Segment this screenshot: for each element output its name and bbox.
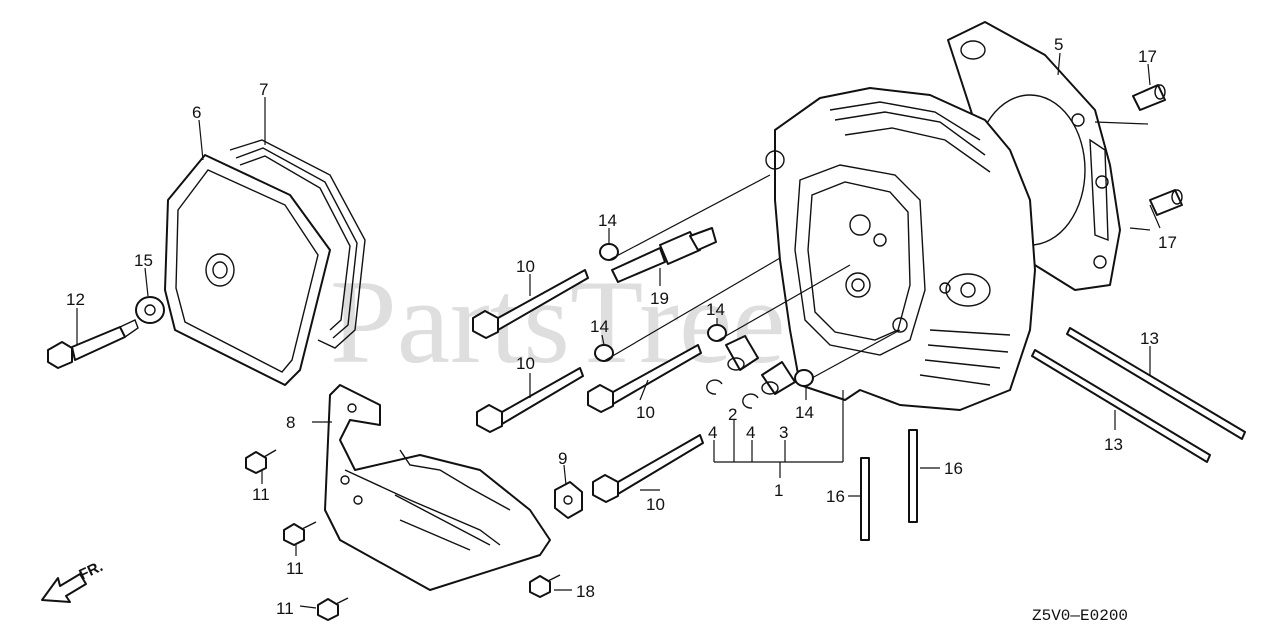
bolt-10-b[interactable] bbox=[476, 367, 584, 433]
callout-6: 6 bbox=[192, 103, 201, 122]
callout-14-d: 14 bbox=[795, 403, 814, 422]
bolt-12[interactable] bbox=[47, 319, 139, 369]
washer-14-b[interactable] bbox=[594, 344, 614, 362]
callout-15: 15 bbox=[134, 251, 153, 270]
callout-10-a: 10 bbox=[516, 257, 535, 276]
air-guide-bracket[interactable] bbox=[324, 384, 551, 591]
watermark-text: PartsTree bbox=[330, 255, 786, 388]
washer-14-c[interactable] bbox=[707, 324, 727, 342]
callout-labels: 6 7 15 12 5 17 17 14 10 19 14 14 14 10 1… bbox=[66, 35, 1177, 618]
bolt-10-c[interactable] bbox=[587, 344, 702, 413]
head-cover[interactable] bbox=[164, 154, 331, 386]
valve-guide-2[interactable] bbox=[725, 335, 759, 371]
callout-18: 18 bbox=[576, 582, 595, 601]
callout-9: 9 bbox=[558, 449, 567, 468]
callout-17-b: 17 bbox=[1158, 233, 1177, 252]
diagram-code: Z5V0—E0200 bbox=[1032, 607, 1128, 625]
callout-4-a: 4 bbox=[708, 423, 717, 442]
callout-19: 19 bbox=[650, 289, 669, 308]
leader-lines bbox=[76, 52, 1161, 609]
callout-14-b: 14 bbox=[590, 317, 609, 336]
front-label: FR. bbox=[77, 558, 106, 584]
callout-2: 2 bbox=[728, 405, 737, 424]
callout-17-a: 17 bbox=[1138, 47, 1157, 66]
front-direction-indicator: FR. bbox=[41, 558, 106, 603]
front-arrow-icon bbox=[41, 573, 87, 603]
stud-13-a[interactable] bbox=[1066, 327, 1246, 440]
clip-4-a[interactable] bbox=[706, 379, 723, 395]
callout-11-c: 11 bbox=[276, 599, 294, 618]
callout-11-a: 11 bbox=[252, 485, 270, 504]
bolt-11-c[interactable] bbox=[317, 597, 349, 621]
washer-14-a[interactable] bbox=[599, 243, 619, 261]
callout-16-b: 16 bbox=[944, 459, 963, 478]
callout-12: 12 bbox=[66, 290, 85, 309]
stud-16-a[interactable] bbox=[860, 457, 870, 541]
callout-1: 1 bbox=[774, 481, 783, 500]
callout-10-d: 10 bbox=[646, 495, 665, 514]
callout-14-a: 14 bbox=[598, 211, 617, 230]
valve-guide-3[interactable] bbox=[761, 361, 796, 395]
bolt-10-a[interactable] bbox=[472, 269, 589, 339]
clip-4-b[interactable] bbox=[742, 393, 759, 409]
bolt-11-a[interactable] bbox=[245, 449, 277, 474]
dowel-17-a[interactable] bbox=[1132, 84, 1166, 111]
bracket-9[interactable] bbox=[554, 481, 583, 519]
cylinder-head[interactable] bbox=[765, 87, 1036, 411]
callout-4-b: 4 bbox=[746, 423, 755, 442]
callout-16-a: 16 bbox=[826, 487, 845, 506]
washer-15[interactable] bbox=[135, 296, 165, 324]
stud-13-b[interactable] bbox=[1031, 349, 1211, 463]
callout-10-b: 10 bbox=[516, 354, 535, 373]
dowel-17-b[interactable] bbox=[1149, 189, 1183, 216]
bolt-18[interactable] bbox=[529, 574, 561, 598]
callout-13-a: 13 bbox=[1140, 329, 1159, 348]
spark-plug[interactable] bbox=[611, 227, 717, 283]
callout-13-b: 13 bbox=[1104, 435, 1123, 454]
callout-11-b: 11 bbox=[286, 559, 304, 578]
callout-10-c: 10 bbox=[636, 403, 655, 422]
bolt-11-b[interactable] bbox=[283, 521, 317, 546]
callout-14-c: 14 bbox=[706, 300, 725, 319]
bolt-10-d[interactable] bbox=[592, 434, 704, 503]
callout-3: 3 bbox=[779, 423, 788, 442]
washer-14-d[interactable] bbox=[794, 369, 814, 387]
cover-gasket[interactable] bbox=[229, 139, 366, 349]
stud-16-b[interactable] bbox=[908, 429, 918, 523]
callout-5: 5 bbox=[1054, 35, 1063, 54]
callout-7: 7 bbox=[259, 80, 268, 99]
callout-8: 8 bbox=[286, 413, 295, 432]
